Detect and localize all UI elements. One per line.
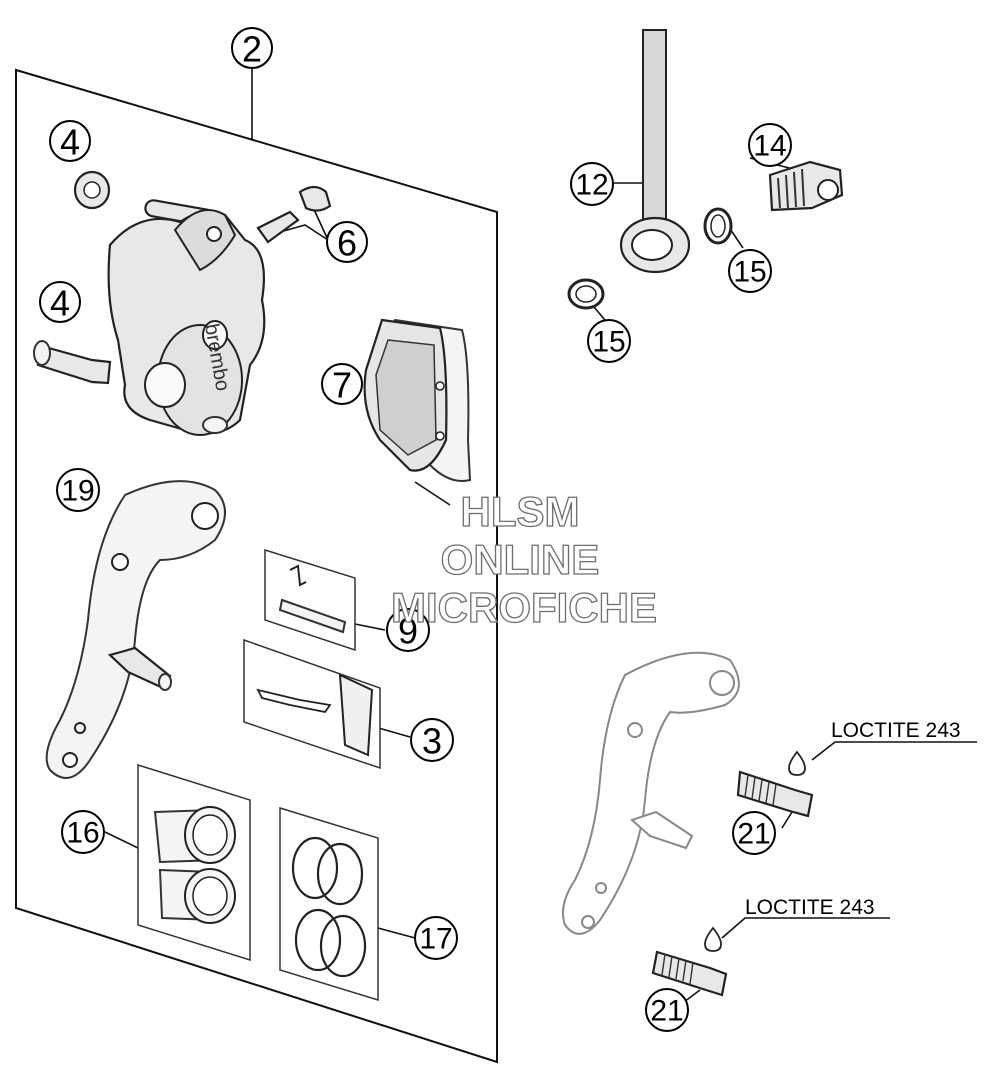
pin-kit-box [264,548,356,652]
watermark-line-3: MICROFICHE [391,584,657,631]
callout-9: 9 [386,608,430,652]
svg-text:6: 6 [337,223,357,264]
watermark-line-2: ONLINE [441,536,600,583]
svg-text:14: 14 [753,130,786,163]
callout-3: 3 [410,718,454,762]
svg-text:4: 4 [50,283,70,324]
callout-19: 19 [56,468,100,512]
svg-text:15: 15 [733,256,766,289]
callout-4-bushing: 4 [49,120,91,163]
svg-text:15: 15 [592,326,625,359]
svg-text:21: 21 [737,818,770,851]
svg-text:7: 7 [332,365,352,406]
callout-21-lower: 21 [645,988,689,1032]
svg-text:3: 3 [422,721,442,762]
callout-16: 16 [61,810,105,854]
brake-pads [363,318,472,482]
callout-7: 7 [321,363,363,406]
seal-kit-box [279,806,379,1002]
svg-text:19: 19 [61,475,94,508]
svg-text:12: 12 [575,169,608,202]
loctite-note-upper: LOCTITE 243 [831,719,961,742]
caliper-support-ghost [562,651,740,935]
callout-21-upper: 21 [732,811,776,855]
callout-4-bolt: 4 [39,281,81,324]
callout-15-left: 15 [587,319,631,363]
callout-6: 6 [326,221,368,264]
brake-line-assembly [567,29,844,310]
callout-14: 14 [748,123,792,167]
watermark-line-1: HLSM [461,488,580,535]
svg-text:16: 16 [66,817,99,850]
svg-text:4: 4 [60,122,80,163]
callout-12: 12 [570,162,614,206]
kit-panel [15,68,498,1064]
svg-text:2: 2 [242,29,262,70]
brake-caliper: brembo [33,170,332,436]
svg-text:17: 17 [419,923,452,956]
mounting-bolts [651,750,814,997]
loctite-note-lower: LOCTITE 243 [745,896,875,919]
svg-text:21: 21 [650,995,683,1028]
spring-kit-box [243,638,381,770]
callout-17: 17 [414,916,458,960]
callout-2: 2 [231,27,273,70]
callout-15-right: 15 [728,249,772,293]
watermark: HLSM ONLINE MICROFICHE [390,487,657,631]
caliper-support-bracket [45,480,226,779]
piston-kit-box [137,763,251,962]
svg-text:9: 9 [398,611,418,652]
